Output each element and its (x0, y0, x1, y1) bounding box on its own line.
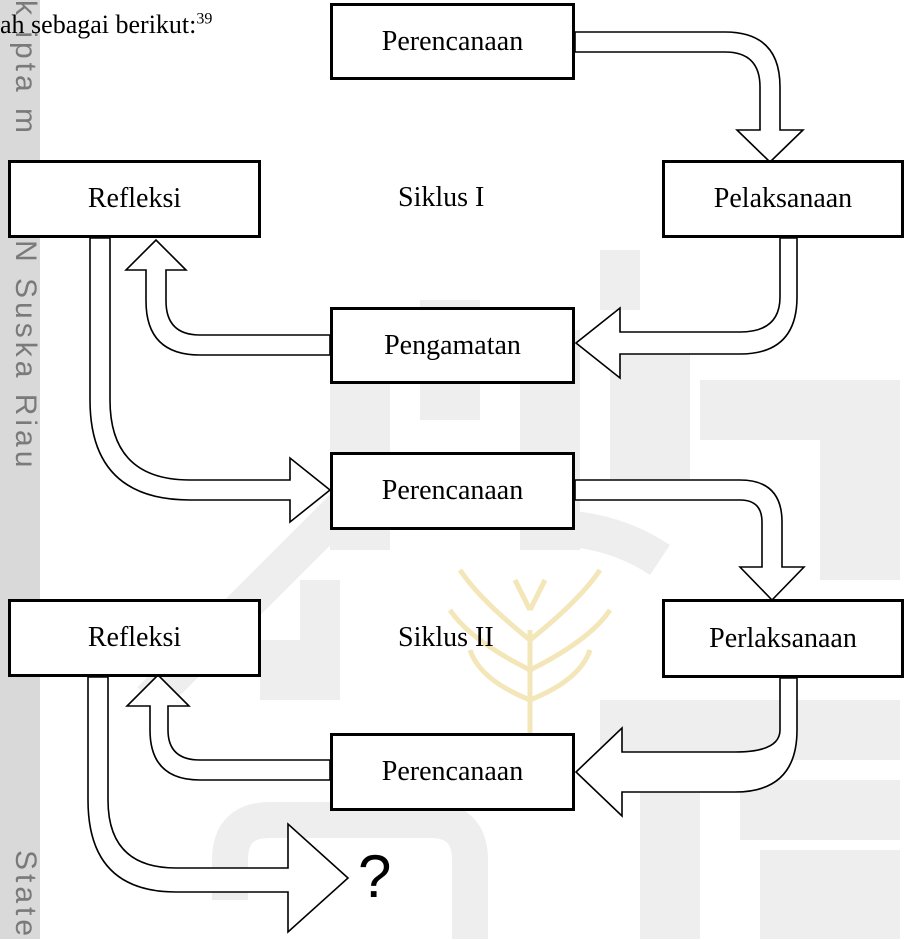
box-refleksi-1: Refleksi (8, 160, 261, 238)
box-label: Pelaksanaan (713, 183, 853, 214)
arrow-act-to-observe-2 (574, 677, 798, 818)
arrow-reflect-to-plan-2 (89, 237, 332, 524)
side-strip (0, 0, 40, 939)
arrow-plan-to-act-1 (574, 31, 805, 164)
box-perencanaan-2: Perencanaan (330, 452, 575, 530)
side-text-middle: N Suska Riau (9, 240, 42, 472)
box-label: Perencanaan (381, 25, 524, 57)
box-label: Pengamatan (384, 329, 521, 361)
question-mark: ? (358, 843, 392, 910)
box-refleksi-2: Refleksi (8, 599, 261, 677)
intro-line: ah sebagai berikut: (0, 10, 197, 39)
box-label: Refleksi (87, 622, 182, 653)
arrow-act-to-observe-1 (574, 237, 798, 380)
box-pengamatan-2: Perencanaan (330, 733, 575, 811)
cycle-label-2: Siklus II (398, 622, 494, 653)
arrow-observe-to-reflect-2 (125, 673, 331, 781)
cycle-label-1: Siklus I (398, 182, 485, 213)
box-label: Refleksi (87, 183, 182, 214)
box-perlaksanaan-2: Perlaksanaan (662, 599, 904, 678)
side-text-top: k ipta m (9, 0, 42, 138)
box-perencanaan-1: Perencanaan (330, 3, 575, 80)
arrow-plan-to-act-2 (574, 479, 806, 602)
arrow-reflect-to-next (87, 676, 350, 934)
arrow-observe-to-reflect-1 (124, 238, 331, 356)
box-label: Perencanaan (381, 475, 524, 506)
intro-text: ah sebagai berikut:39 (0, 10, 212, 40)
footnote-ref: 39 (196, 10, 213, 28)
box-label: Perencanaan (381, 756, 524, 787)
box-label: Perlaksanaan (709, 622, 857, 654)
side-text-bottom: State (9, 850, 42, 940)
box-pelaksanaan-1: Pelaksanaan (662, 160, 904, 238)
box-pengamatan-1: Pengamatan (330, 307, 575, 384)
